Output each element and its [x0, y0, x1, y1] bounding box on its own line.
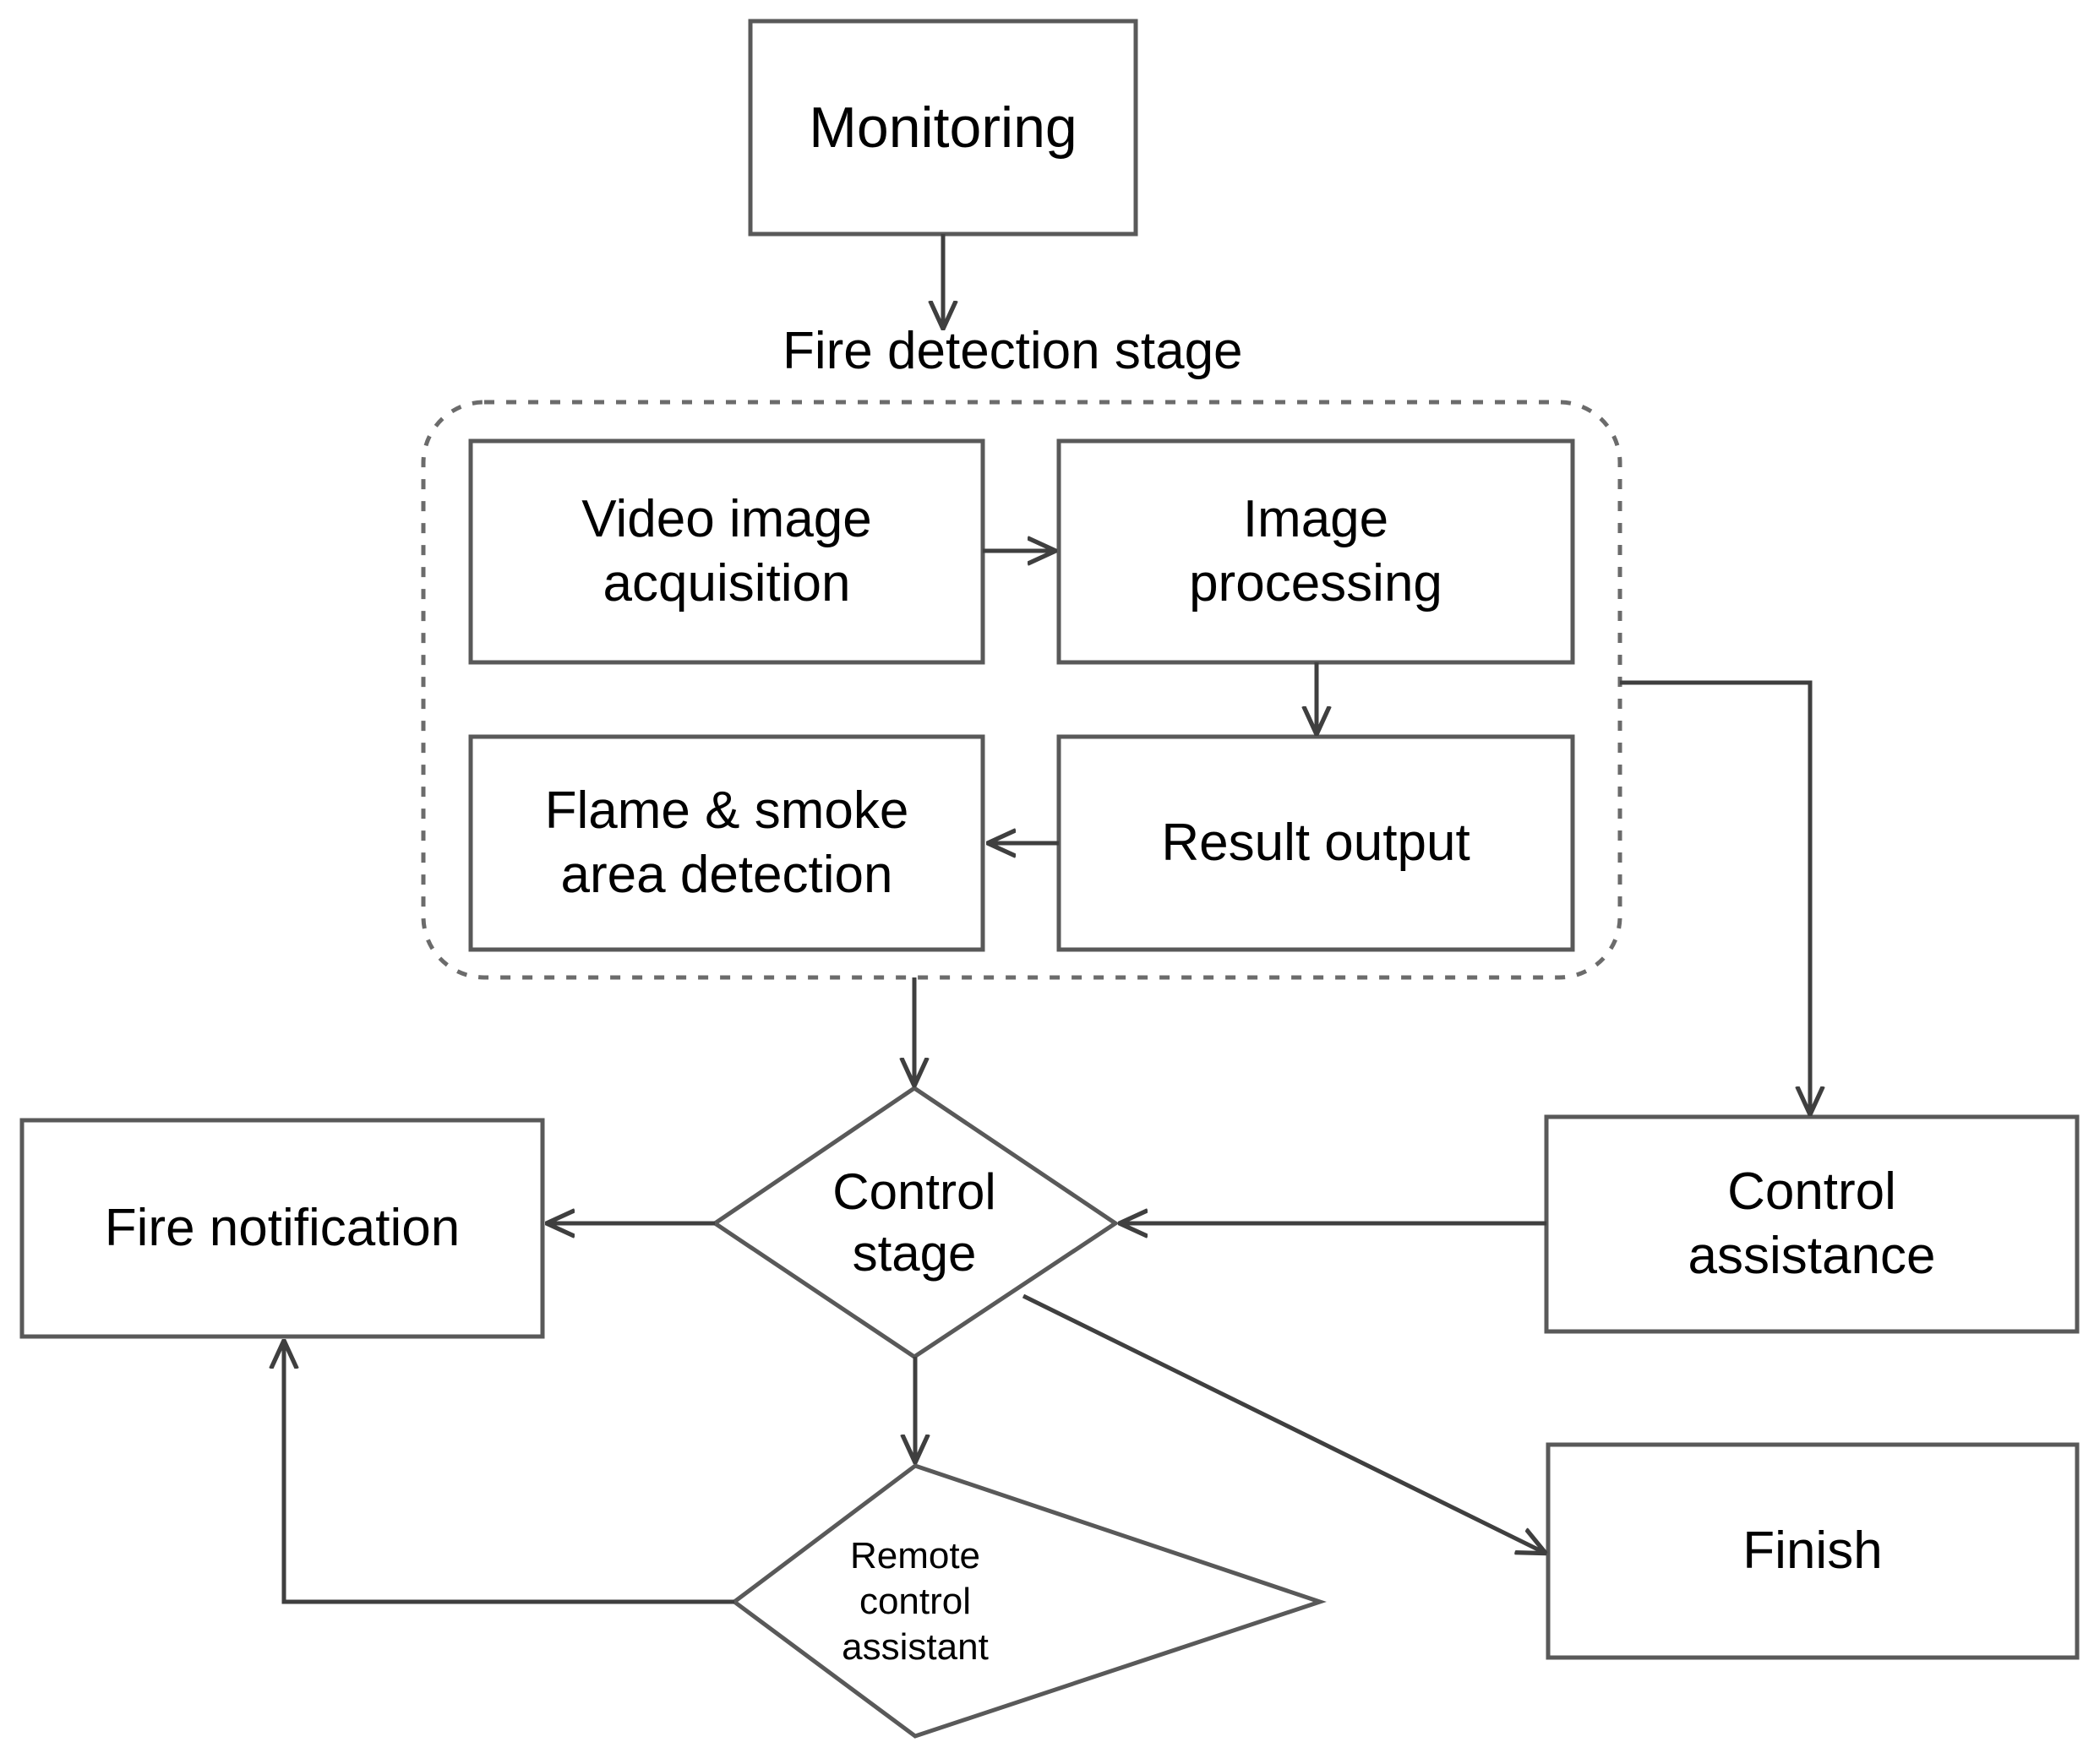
fire-notification-box [19, 1118, 545, 1339]
remote-control-diamond [730, 1463, 1327, 1739]
monitoring-box [748, 19, 1138, 237]
control-assistance-box [1544, 1114, 2080, 1334]
edge-remote-control-to-fire-notification [284, 1342, 734, 1604]
video-acquisition-box [468, 438, 985, 665]
fire-detection-stage-caption: Fire detection stage [783, 322, 1243, 380]
result-output-box [1056, 734, 1575, 952]
flame-smoke-box [468, 734, 985, 952]
control-stage-diamond [711, 1085, 1120, 1360]
fire-detection-stage-boundary [421, 400, 1622, 980]
image-processing-box [1056, 438, 1575, 665]
finish-box [1546, 1442, 2080, 1660]
edge-control-stage-to-finish [1022, 1293, 1545, 1553]
edge-stage-to-control-assistance [1620, 680, 1810, 1113]
